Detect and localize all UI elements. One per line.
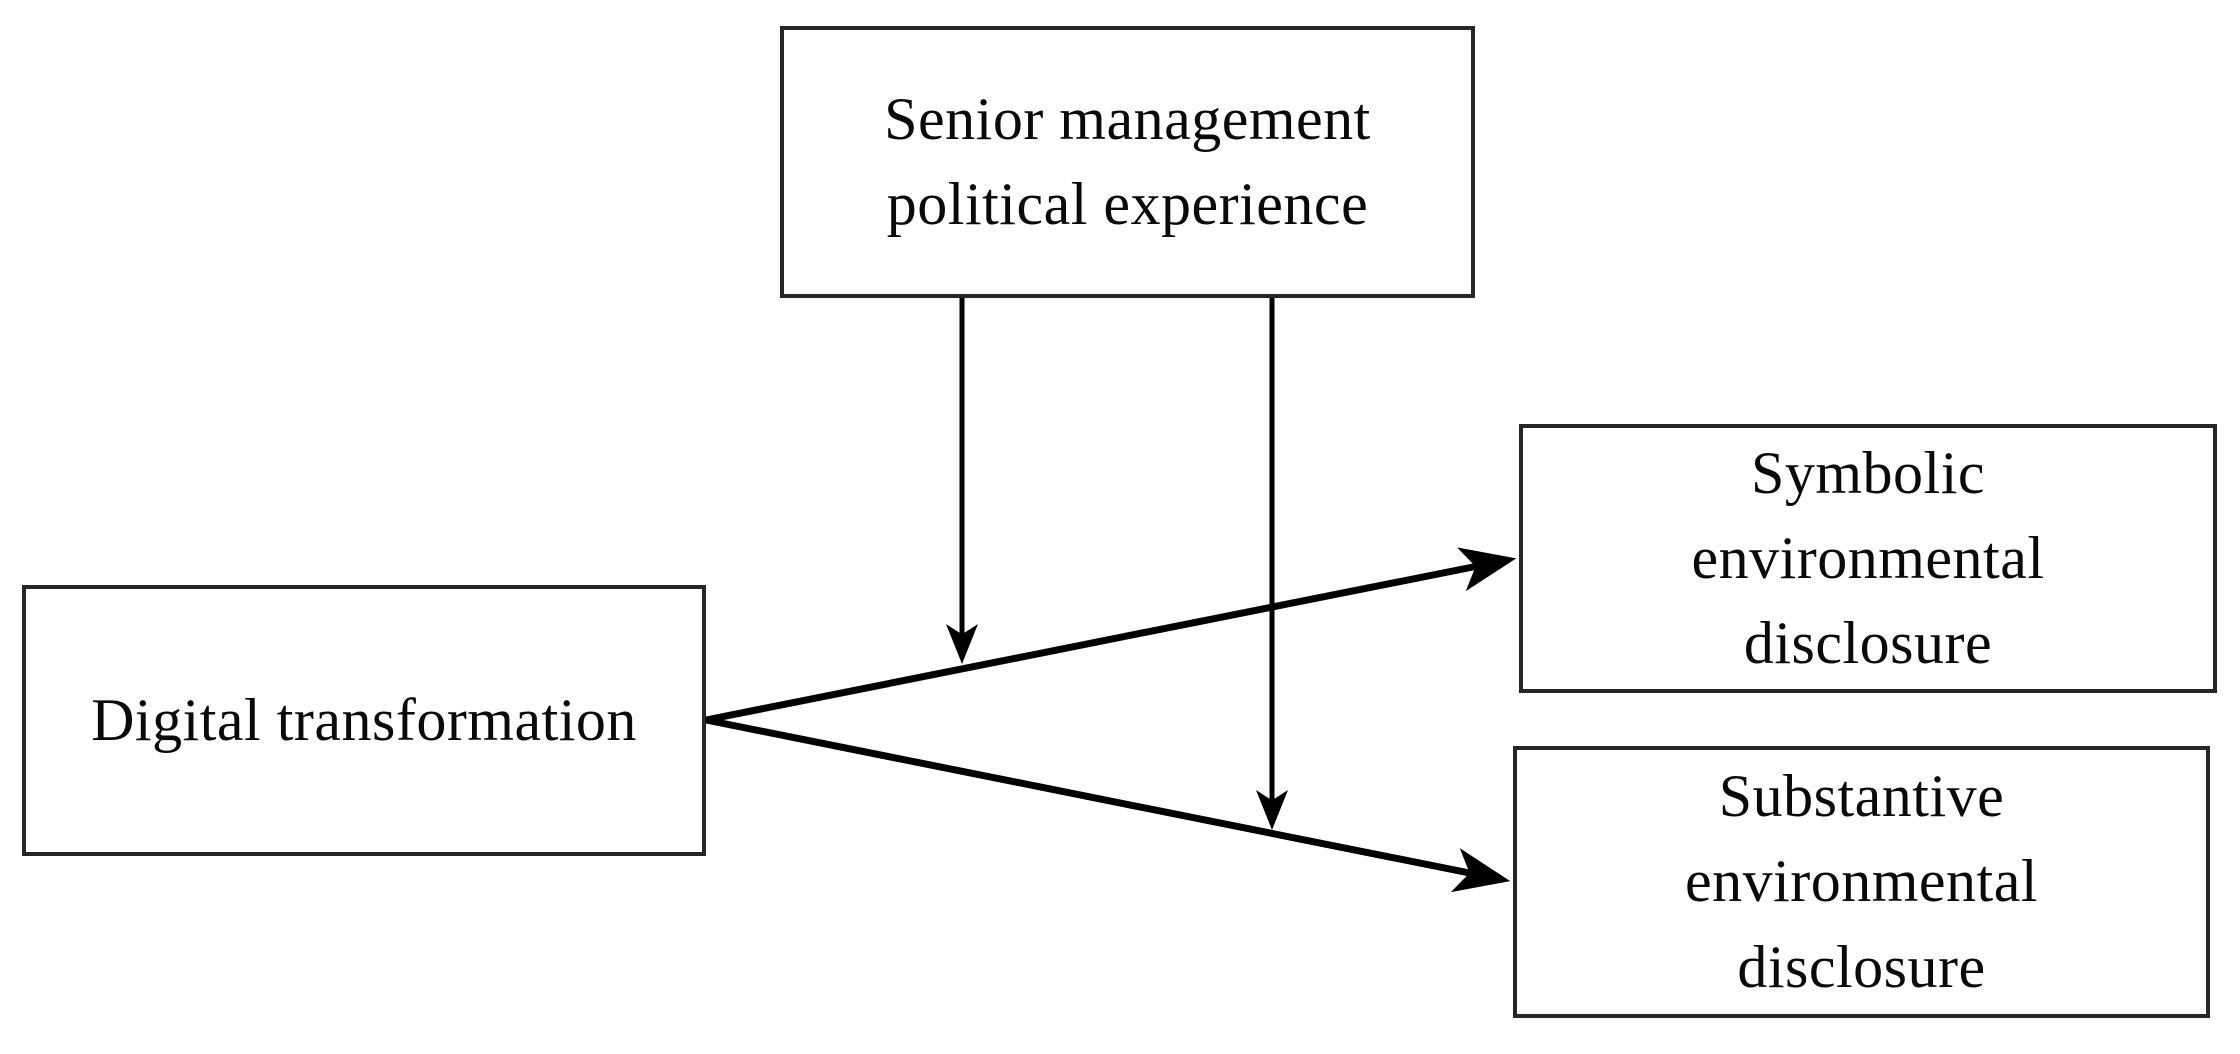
node-label: Symbolic environmental disclosure [1691,439,2045,677]
arrow-digital-to-symbolic [705,547,1517,724]
node-label: Digital transformation [91,686,637,753]
node-label: Substantive environmental disclosure [1684,763,2039,1000]
node-senior-management-political-experience: Senior management political experience [780,26,1475,298]
arrow-digital-to-substantive [705,716,1511,893]
node-symbolic-environmental-disclosure: Symbolic environmental disclosure [1519,424,2217,693]
node-label: Senior management political experience [884,85,1371,237]
node-substantive-environmental-disclosure: Substantive environmental disclosure [1513,746,2210,1018]
node-digital-transformation: Digital transformation [22,585,706,856]
